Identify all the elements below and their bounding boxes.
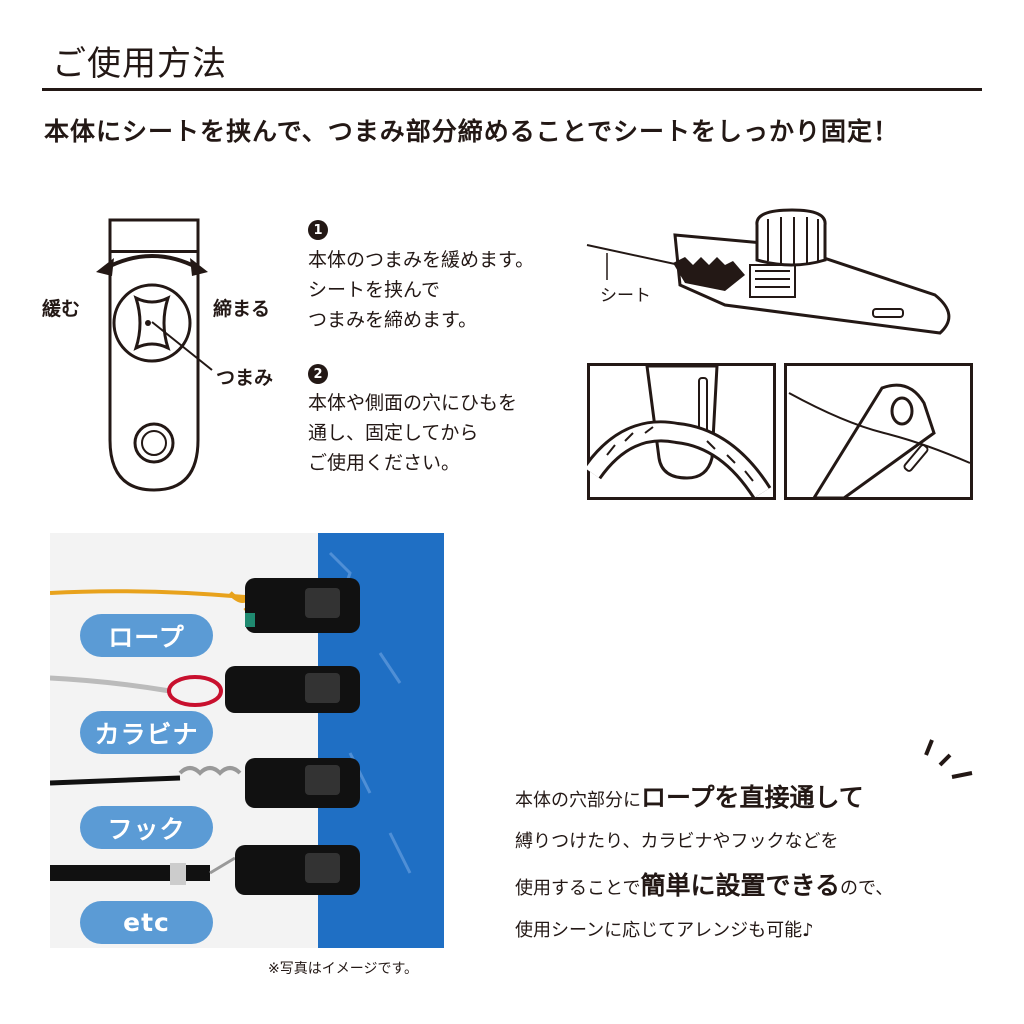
usage-photo-illustration xyxy=(50,533,444,948)
step-2-line: 本体や側面の穴にひもを xyxy=(308,392,518,414)
body-text: 使用することで xyxy=(515,878,641,899)
step-1-line: シートを挟んで xyxy=(308,279,441,301)
step-2-line: 通し、固定してから xyxy=(308,422,479,444)
knob-leader-line xyxy=(151,321,213,371)
body-line-3: 使用することで簡単に設置できるので、 xyxy=(515,866,893,902)
body-text: 本体の穴部分に xyxy=(515,790,641,811)
string-through-side-hole-diagram xyxy=(784,363,973,500)
step-1-text: 本体のつまみを緩めます。 シートを挟んで つまみを締めます。 xyxy=(308,245,534,335)
sparkle-icon xyxy=(924,739,973,779)
rope-pill: ロープ xyxy=(80,614,213,657)
knob-label: つまみ xyxy=(216,367,274,389)
usage-photo: ロープ カラビナ フック etc xyxy=(50,533,444,948)
body-emphasis: 簡単に設置できる xyxy=(640,871,840,900)
clip-side-view-diagram xyxy=(586,208,951,335)
step-2-line: ご使用ください。 xyxy=(308,452,461,474)
body-line-2: 縛りつけたり、カラビナやフックなどを xyxy=(515,831,839,852)
body-line-4: 使用シーンに応じてアレンジも可能♪ xyxy=(515,920,814,941)
carabiner-pill: カラビナ xyxy=(80,711,213,754)
tighten-label: 締まる xyxy=(213,298,271,320)
page-title: ご使用方法 xyxy=(52,44,227,84)
step-1-number: 1 xyxy=(308,220,328,240)
body-text: ので、 xyxy=(839,878,894,899)
etc-pill: etc xyxy=(80,901,213,944)
step-2-number: 2 xyxy=(308,364,328,384)
photo-note: ※写真はイメージです。 xyxy=(268,961,419,977)
loosen-label: 緩む xyxy=(42,298,81,320)
rope-through-hole-diagram xyxy=(587,363,776,500)
body-line-1: 本体の穴部分にロープを直接通して xyxy=(515,778,864,814)
step-1-line: つまみを締めます。 xyxy=(308,309,478,331)
body-emphasis: ロープを直接通して xyxy=(641,783,864,812)
title-divider xyxy=(42,88,982,91)
hook-pill: フック xyxy=(80,806,213,849)
step-2-text: 本体や側面の穴にひもを 通し、固定してから ご使用ください。 xyxy=(308,388,517,478)
lead-text: 本体にシートを挟んで、つまみ部分締めることでシートをしっかり固定！ xyxy=(44,117,900,146)
sheet-label: シート xyxy=(600,286,651,306)
step-1-line: 本体のつまみを緩めます。 xyxy=(308,249,535,271)
rotation-arrow-icon xyxy=(96,254,208,276)
